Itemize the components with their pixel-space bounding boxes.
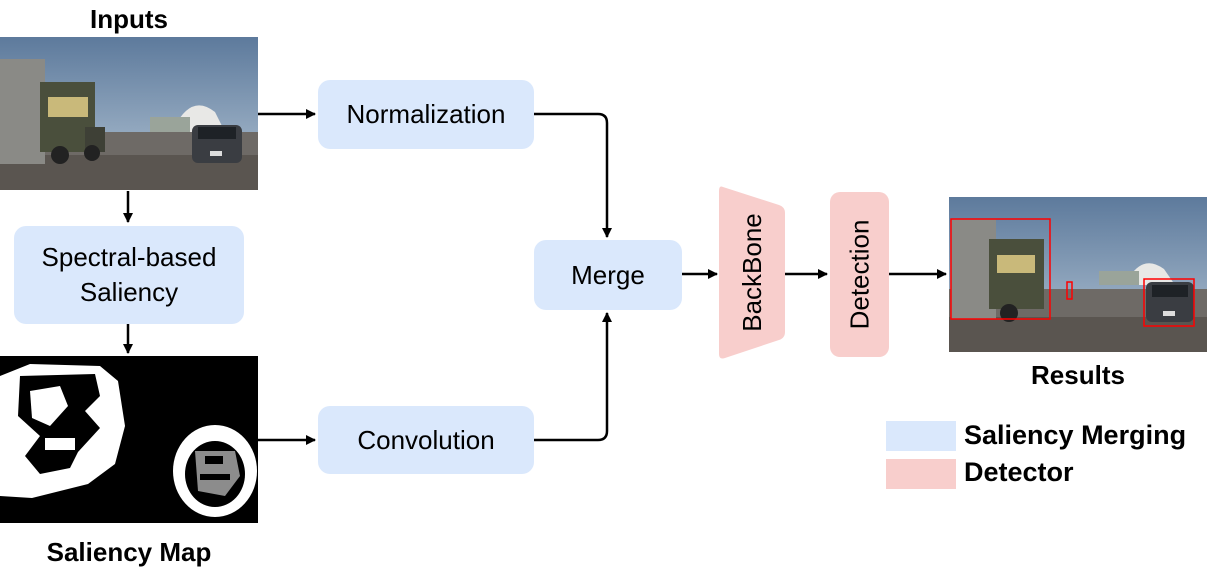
legend-swatch-detector xyxy=(886,459,956,489)
result-image xyxy=(949,197,1207,352)
legend-swatch-saliency-merging xyxy=(886,421,956,451)
convolution-label: Convolution xyxy=(357,424,495,455)
saliency-map-image xyxy=(0,356,258,523)
detection-label: Detection xyxy=(844,219,874,330)
input-image xyxy=(0,37,258,190)
legend-label-saliency-merging: Saliency Merging xyxy=(964,420,1187,450)
saliency-map-title: Saliency Map xyxy=(46,537,212,567)
detection-box-truck xyxy=(950,218,1051,320)
backbone-label: BackBone xyxy=(737,213,767,332)
spectral-saliency-box: Spectral-based Saliency xyxy=(14,226,244,324)
detection-box-person xyxy=(1066,281,1073,300)
legend-label-detector: Detector xyxy=(964,457,1074,487)
merge-label: Merge xyxy=(571,259,645,290)
normalization-label: Normalization xyxy=(346,99,506,129)
convolution-box: Convolution xyxy=(318,406,534,474)
backbone-shape xyxy=(719,186,785,359)
backbone-label-wrap: BackBone xyxy=(719,185,786,360)
detection-box-car xyxy=(1143,278,1195,327)
spectral-label-line2: Saliency xyxy=(79,277,179,307)
merge-box: Merge xyxy=(534,240,682,310)
spectral-label-line1: Spectral-based xyxy=(41,242,217,272)
results-title: Results xyxy=(1031,360,1125,390)
detection-box: Detection xyxy=(830,192,889,357)
inputs-title: Inputs xyxy=(90,4,168,34)
normalization-box: Normalization xyxy=(318,80,534,149)
